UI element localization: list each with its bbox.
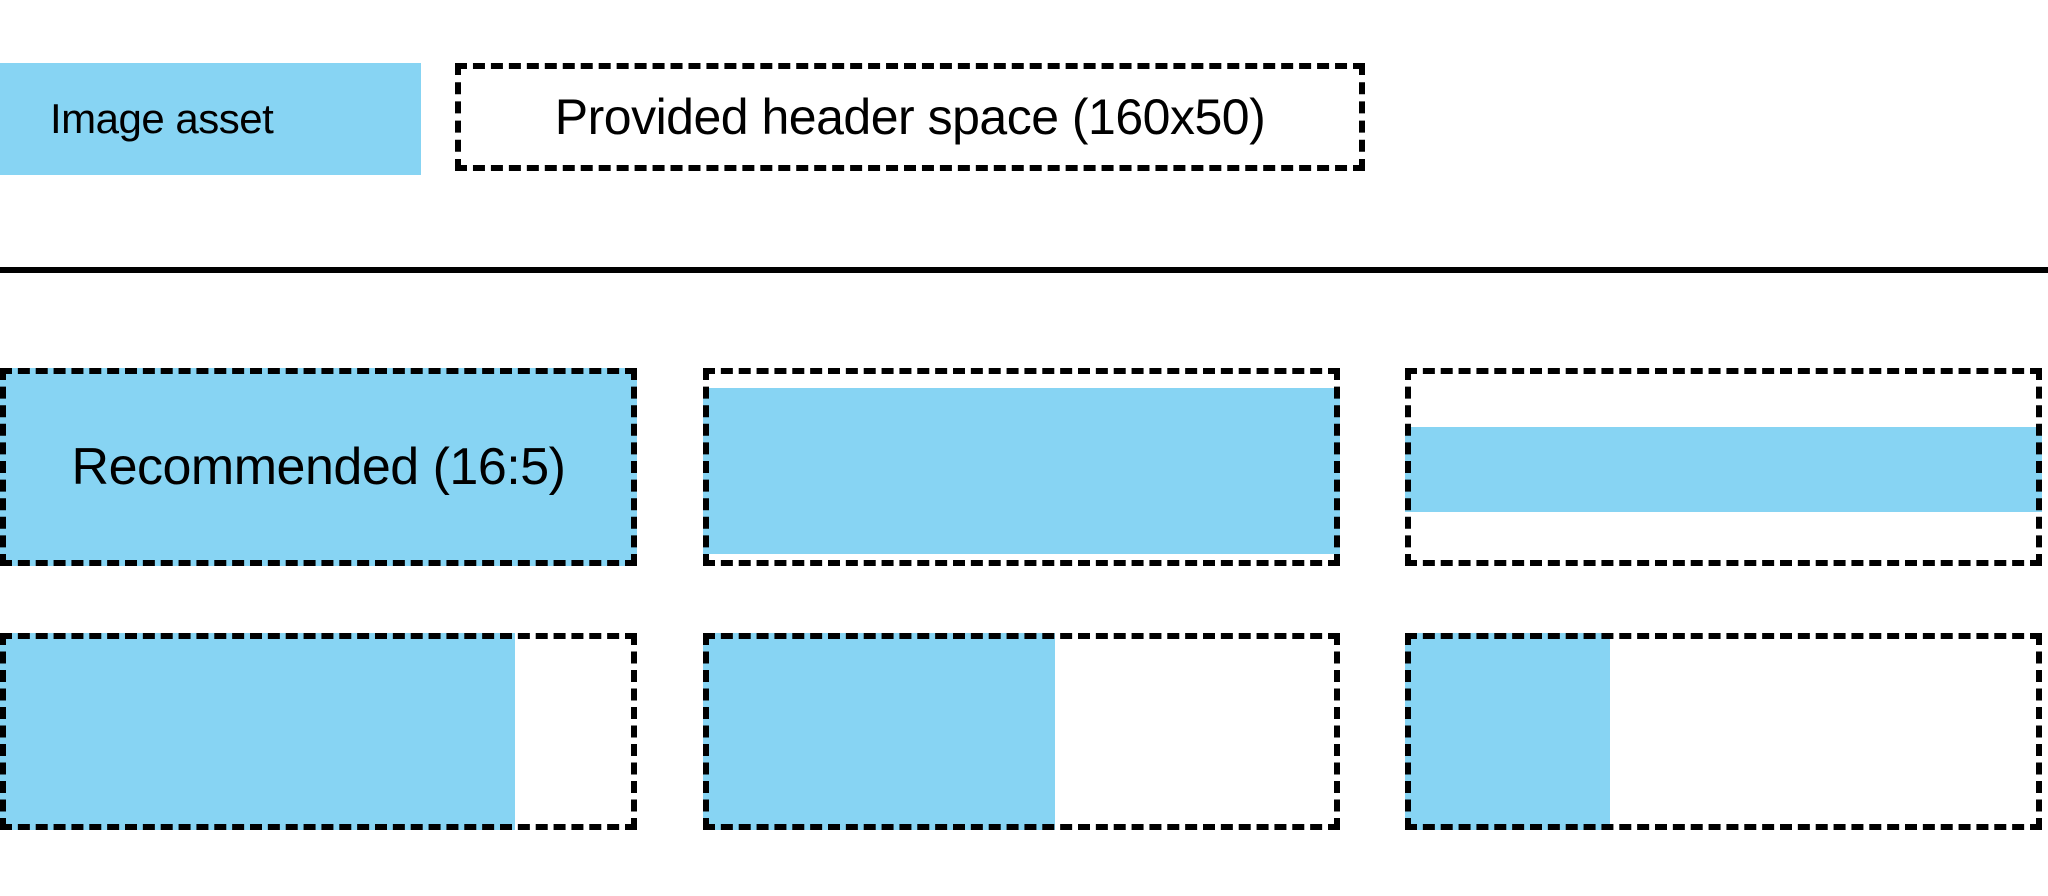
example-box-full-width-tall-band xyxy=(703,368,1340,566)
section-divider xyxy=(0,267,2048,273)
example-box-full-width-short-band xyxy=(1405,368,2042,566)
image-asset-swatch: Image asset xyxy=(0,63,421,175)
header-space-label: Provided header space (160x50) xyxy=(554,89,1266,145)
example-box-full-height-wide xyxy=(0,633,637,830)
recommended-label: Recommended (16:5) xyxy=(71,438,566,496)
header-space-box: Provided header space (160x50) xyxy=(455,63,1365,171)
example-box-recommended: Recommended (16:5) xyxy=(0,368,637,566)
example-box-full-height-narrow xyxy=(1405,633,2042,830)
example-box-full-height-medium xyxy=(703,633,1340,830)
image-asset-label: Image asset xyxy=(50,95,274,142)
